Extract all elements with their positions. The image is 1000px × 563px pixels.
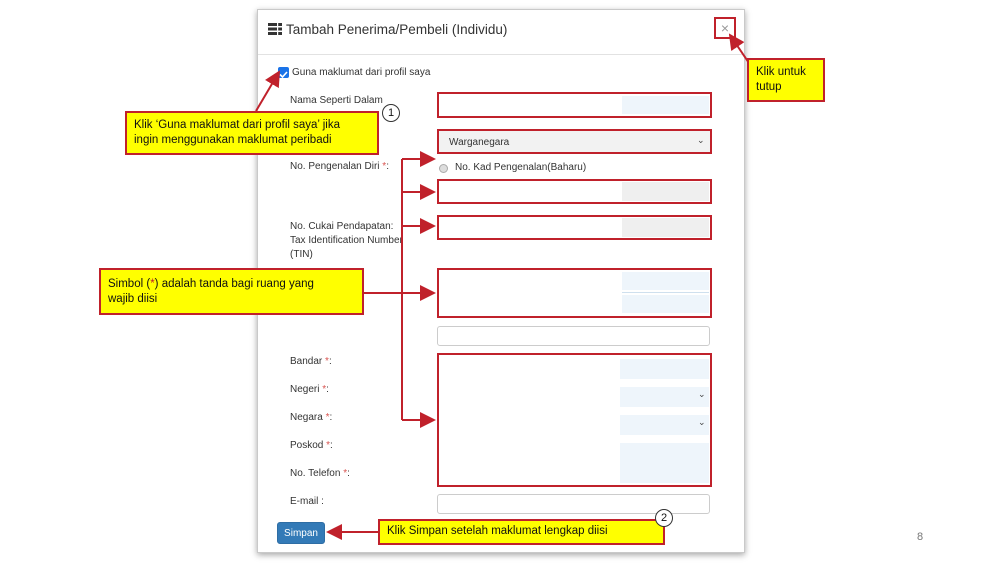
- name-input[interactable]: [437, 92, 712, 118]
- tax-label-line1: No. Cukai Pendapatan:: [290, 221, 394, 232]
- callout-required: Simbol (*) adalah tanda bagi ruang yang …: [99, 268, 364, 315]
- id-label: No. Pengenalan Diri *:: [290, 161, 389, 172]
- callout-use-profile: Klik ‘Guna maklumat dari profil saya’ ji…: [125, 111, 379, 155]
- postcode-label: Poskod *:: [290, 440, 333, 451]
- id-option-label: No. Kad Pengenalan(Baharu): [455, 162, 587, 173]
- id-input[interactable]: [437, 179, 712, 204]
- tin-input[interactable]: [437, 215, 712, 240]
- chevron-down-icon: ⌄: [698, 417, 706, 427]
- dialog-title: Tambah Penerima/Pembeli (Individu): [286, 22, 508, 37]
- chevron-down-icon: ⌄: [698, 389, 706, 399]
- use-profile-label: Guna maklumat dari profil saya: [292, 67, 431, 78]
- step-1-badge: 1: [382, 104, 400, 122]
- tax-label-line3: (TIN): [290, 249, 313, 260]
- location-input-group[interactable]: ⌄ ⌄: [437, 353, 712, 487]
- name-label: Nama Seperti Dalam: [290, 95, 383, 106]
- email-label: E-mail :: [290, 496, 324, 507]
- callout-save: Klik Simpan setelah maklumat lengkap dii…: [378, 519, 665, 545]
- id-radio[interactable]: [439, 164, 448, 173]
- phone-input[interactable]: [620, 463, 709, 483]
- callout-close: Klik untuk tutup: [747, 58, 825, 102]
- close-button[interactable]: ×: [714, 17, 736, 39]
- country-label: Negara *:: [290, 412, 333, 423]
- save-button[interactable]: Simpan: [277, 522, 325, 544]
- page-number: 8: [917, 531, 924, 543]
- postcode-input[interactable]: [620, 443, 709, 463]
- citizenship-value: Warganegara: [449, 137, 510, 148]
- tax-label-line2: Tax Identification Number: [290, 235, 403, 246]
- city-input[interactable]: [620, 359, 709, 379]
- table-list-icon: [268, 22, 282, 40]
- step-2-badge: 2: [655, 509, 673, 527]
- city-label: Bandar *:: [290, 356, 332, 367]
- close-icon: ×: [720, 20, 730, 36]
- address-input-group[interactable]: [437, 268, 712, 318]
- state-label: Negeri *:: [290, 384, 329, 395]
- email-input[interactable]: [437, 494, 710, 514]
- chevron-down-icon: ⌄: [697, 135, 705, 145]
- use-profile-checkbox[interactable]: [278, 67, 289, 79]
- phone-label: No. Telefon *:: [290, 468, 350, 479]
- dialog-header: Tambah Penerima/Pembeli (Individu) ×: [258, 10, 744, 55]
- state-select[interactable]: ⌄: [620, 387, 709, 407]
- citizenship-select[interactable]: Warganegara ⌄: [437, 129, 712, 154]
- country-select[interactable]: ⌄: [620, 415, 709, 435]
- address-line-input[interactable]: [437, 326, 710, 346]
